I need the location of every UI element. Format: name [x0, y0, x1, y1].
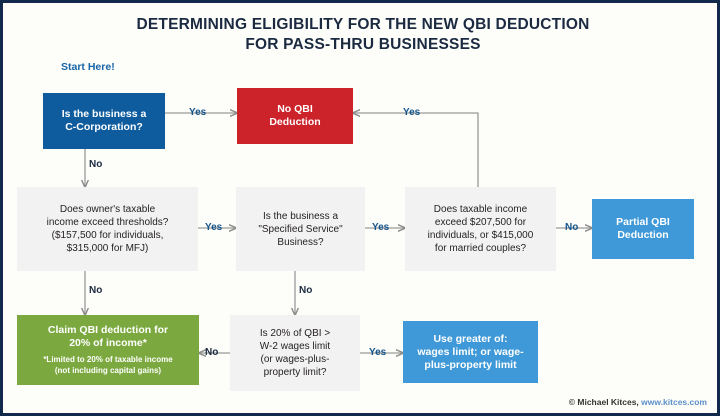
node-use-greater-line-3: plus-property limit [424, 358, 517, 371]
node-thresholds-line-2: income exceed thresholds? [46, 217, 169, 228]
edge-label-specified-service-yes: Yes [372, 222, 390, 233]
node-specified-service-business[interactable]: Is the business a "Specified Service" Bu… [236, 187, 365, 271]
edge-label-thresholds-yes: Yes [205, 222, 223, 233]
edge-label-thresholds-no: No [89, 285, 103, 296]
node-claim-qbi-footnote-1: *Limited to 20% of taxable income [43, 355, 173, 364]
start-here-label: Start Here! [61, 61, 115, 73]
edge-label-ccorp-yes: Yes [189, 107, 207, 118]
node-wages-limit-line-2: W-2 wages limit [259, 341, 331, 352]
node-thresholds-line-1: Does owner's taxable [59, 204, 156, 215]
node-partial-qbi-deduction[interactable]: Partial QBI Deduction [592, 199, 694, 259]
node-wages-limit-test[interactable]: Is 20% of QBI > W-2 wages limit (or wage… [230, 315, 360, 391]
node-upper-income-thresholds[interactable]: Does taxable income exceed $207,500 for … [405, 187, 556, 271]
node-specified-service-line-2: "Specified Service" [258, 223, 343, 235]
node-use-greater-line-2: wages limit; or wage- [417, 345, 524, 358]
node-wages-limit-line-4: property limit? [263, 367, 327, 378]
page-title-line-2: FOR PASS-THRU BUSINESSES [245, 36, 481, 53]
credit-url[interactable]: www.kitces.com [641, 397, 707, 407]
edge-upper-yes [353, 113, 479, 188]
credit-copyright: © Michael Kitces, [568, 397, 639, 407]
node-c-corporation-line-1: Is the business a [61, 108, 147, 120]
edge-label-upper-income-no: No [565, 222, 579, 233]
node-c-corporation-line-2: C-Corporation? [65, 121, 143, 133]
node-upper-income-line-4: for married couples? [434, 243, 527, 254]
node-no-qbi-deduction-line-1: No QBI [277, 103, 313, 115]
node-partial-qbi-line-2: Deduction [617, 229, 669, 241]
node-taxable-income-thresholds[interactable]: Does owner's taxable income exceed thres… [17, 187, 198, 271]
page-title: DETERMINING ELIGIBILITY FOR THE NEW QBI … [3, 15, 717, 55]
node-claim-qbi-deduction[interactable]: Claim QBI deduction for 20% of income* *… [17, 315, 199, 385]
node-partial-qbi-line-1: Partial QBI [616, 216, 670, 228]
node-c-corporation[interactable]: Is the business a C-Corporation? [43, 93, 165, 149]
node-wages-limit-line-3: (or wages-plus- [260, 354, 330, 365]
node-wages-limit-line-1: Is 20% of QBI > [259, 328, 331, 339]
node-use-greater-line-1: Use greater of: [433, 332, 508, 345]
node-specified-service-line-1: Is the business a [262, 210, 339, 222]
node-no-qbi-deduction[interactable]: No QBI Deduction [237, 88, 353, 144]
edge-label-specified-service-no: No [299, 285, 313, 296]
edge-label-ccorp-no: No [89, 159, 103, 170]
page-title-line-1: DETERMINING ELIGIBILITY FOR THE NEW QBI … [136, 16, 590, 33]
edge-label-wages-test-yes: Yes [369, 347, 387, 358]
node-claim-qbi-footnote-2: (not including capital gains) [54, 366, 162, 375]
edge-label-wages-test-no: No [205, 347, 219, 358]
edge-label-upper-income-yes: Yes [403, 107, 421, 118]
credit-line: © Michael Kitces, www.kitces.com [569, 397, 707, 407]
node-no-qbi-deduction-line-2: Deduction [269, 116, 321, 128]
node-claim-qbi-line-2: 20% of income* [69, 337, 147, 349]
node-upper-income-line-2: exceed $207,500 for [434, 217, 527, 228]
node-thresholds-line-4: $315,000 for MFJ) [66, 243, 149, 254]
node-claim-qbi-line-1: Claim QBI deduction for [47, 324, 169, 336]
node-upper-income-line-3: individuals, or $415,000 [427, 230, 534, 241]
node-use-greater-of[interactable]: Use greater of: wages limit; or wage- pl… [403, 321, 538, 383]
node-thresholds-line-3: ($157,500 for individuals, [51, 230, 164, 241]
node-upper-income-line-1: Does taxable income [433, 204, 528, 215]
node-specified-service-line-3: Business? [277, 236, 324, 248]
